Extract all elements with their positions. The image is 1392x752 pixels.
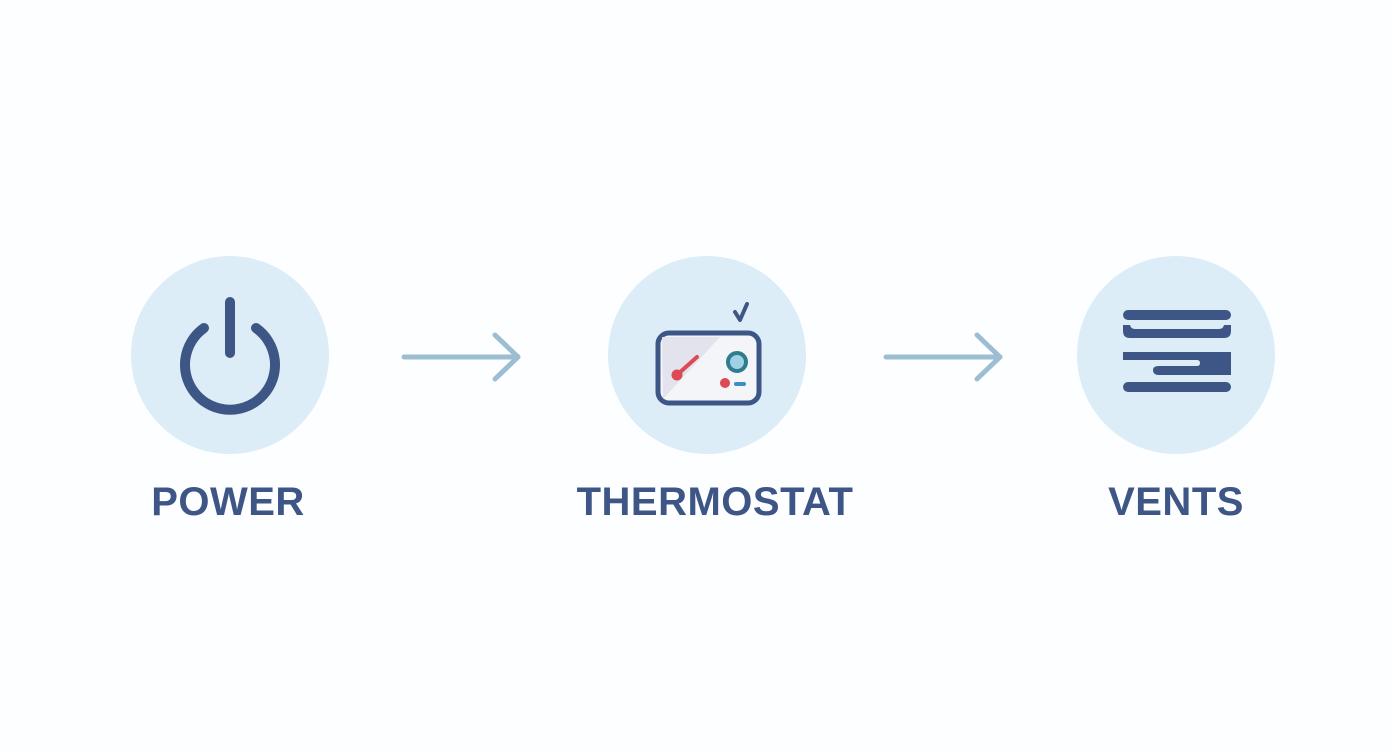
thermostat-label: THERMOSTAT <box>576 480 854 524</box>
arrow-right-icon <box>401 332 521 382</box>
vents-step-circle <box>1077 256 1275 454</box>
connector-power-to-thermostat <box>398 326 528 386</box>
power-icon <box>180 297 280 415</box>
power-label: POWER <box>151 480 305 524</box>
power-step-circle <box>131 256 329 454</box>
thermostat-step-circle <box>608 256 806 454</box>
connector-thermostat-to-vents <box>880 326 1010 386</box>
thermostat-icon <box>655 302 762 406</box>
vents-label: VENTS <box>1108 480 1244 524</box>
arrow-right-icon <box>883 332 1003 382</box>
vents-icon <box>1123 310 1231 392</box>
